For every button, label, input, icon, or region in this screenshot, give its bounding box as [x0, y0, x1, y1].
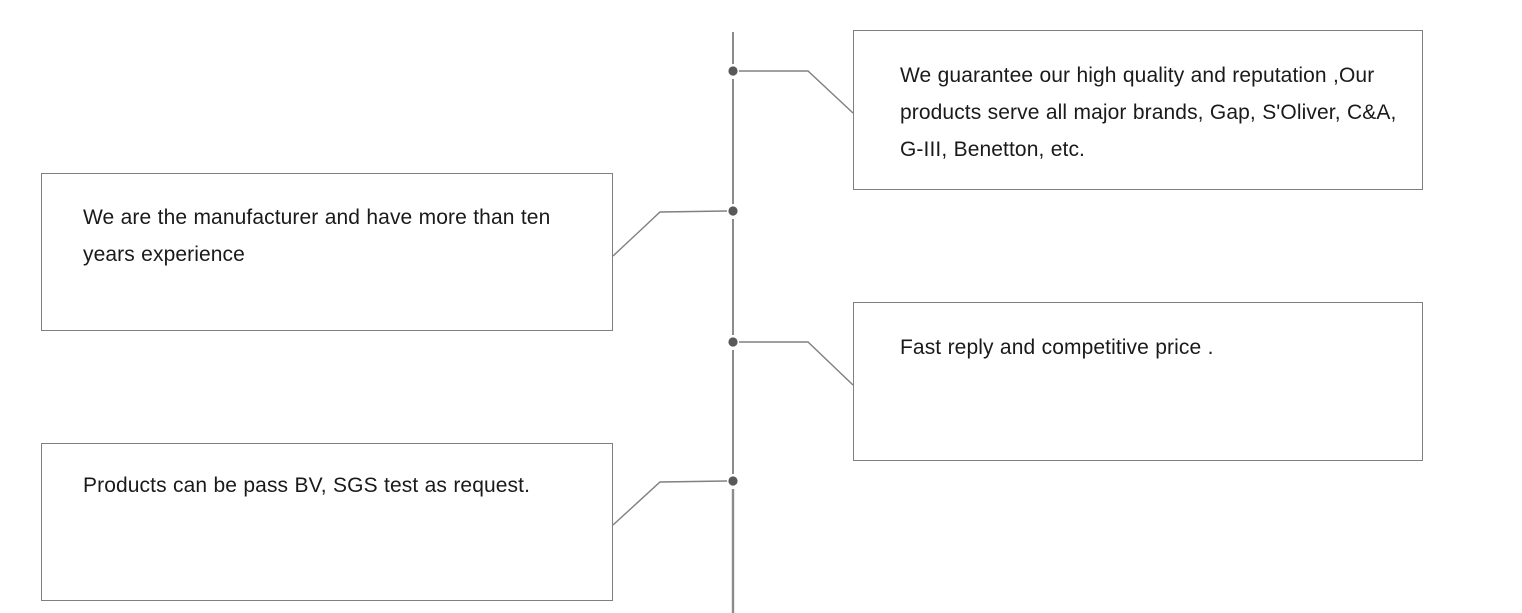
callout-box-manufacturer[interactable]: We are the manufacturer and have more th… — [41, 173, 613, 331]
callout-text-fast-reply: Fast reply and competitive price . — [900, 336, 1214, 359]
connector-fastreply — [739, 341, 854, 386]
callout-text-manufacturer: We are the manufacturer and have more th… — [83, 206, 551, 266]
connector-quality — [739, 70, 854, 114]
timeline-node-dot-4[interactable] — [728, 476, 738, 486]
timeline-node-dot-3[interactable] — [728, 337, 738, 347]
callout-box-quality[interactable]: We guarantee our high quality and reputa… — [853, 30, 1423, 190]
callout-text-testing: Products can be pass BV, SGS test as req… — [83, 474, 530, 497]
timeline-node-dot-2[interactable] — [728, 206, 738, 216]
callout-box-fast-reply[interactable]: Fast reply and competitive price . — [853, 302, 1423, 461]
timeline-node-dot-1[interactable] — [728, 66, 738, 76]
connector-testing — [612, 480, 728, 526]
callout-text-quality: We guarantee our high quality and reputa… — [900, 64, 1397, 161]
callout-box-testing[interactable]: Products can be pass BV, SGS test as req… — [41, 443, 613, 601]
connector-manufacturer — [612, 210, 728, 257]
